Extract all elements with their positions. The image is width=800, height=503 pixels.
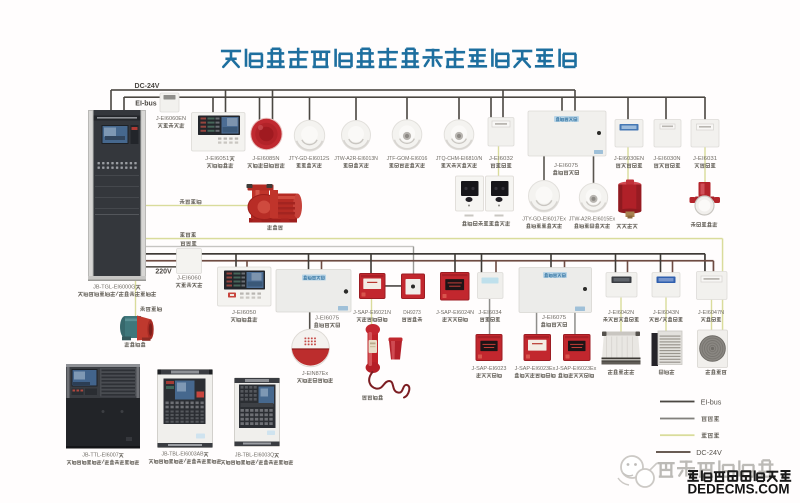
svg-text:DC-24V: DC-24V [135, 83, 160, 90]
svg-text:J-EIN87Ex: J-EIN87Ex [302, 371, 328, 377]
svg-text:J-EI6085N: J-EI6085N [252, 156, 279, 162]
svg-text:J-SAP-EI6023: J-SAP-EI6023 [472, 366, 507, 372]
svg-text:J-EI6075: J-EI6075 [542, 315, 566, 321]
svg-text:DH9273: DH9273 [403, 310, 421, 316]
svg-text:/: / [256, 460, 260, 466]
svg-text:JB-TBL-EI6003AB: JB-TBL-EI6003AB [162, 452, 204, 458]
svg-text:220V: 220V [155, 269, 172, 276]
svg-text:J-EI6050: J-EI6050 [232, 310, 256, 316]
svg-text:DEDECMS.COM: DEDECMS.COM [688, 481, 790, 497]
svg-text:/: / [184, 459, 188, 465]
svg-text:JTW-A2R-EI6013N: JTW-A2R-EI6013N [334, 156, 378, 162]
svg-text:JTF-GOM-EI6016: JTF-GOM-EI6016 [387, 156, 428, 162]
svg-text:J-EI6031: J-EI6031 [693, 156, 717, 162]
svg-text:JTQ-CHM-EI6810/N: JTQ-CHM-EI6810/N [436, 156, 483, 162]
svg-text:J-EI6075: J-EI6075 [315, 315, 339, 321]
svg-text:J-EI6047N: J-EI6047N [698, 310, 724, 316]
svg-text:J-EI6030EN: J-EI6030EN [614, 156, 644, 162]
svg-text:J-SAP-EI6023Ex: J-SAP-EI6023Ex [556, 366, 597, 372]
svg-text:JTW-A2R-EI6015Ex: JTW-A2R-EI6015Ex [569, 216, 616, 222]
svg-text:J-EI6030N: J-EI6030N [653, 156, 680, 162]
svg-text:J-EI6032: J-EI6032 [489, 156, 513, 162]
svg-text:J-EI6043N: J-EI6043N [653, 310, 679, 316]
svg-text:/: / [102, 460, 106, 466]
svg-text:/: / [659, 317, 663, 323]
svg-text:JB-TGL-EI6000G: JB-TGL-EI6000G [93, 284, 136, 290]
svg-text:J-SAP-EI6024N: J-SAP-EI6024N [436, 310, 474, 316]
svg-text:JTY-GD-EI6012S: JTY-GD-EI6012S [289, 156, 330, 162]
svg-text:J-SAP-EI6021N: J-SAP-EI6021N [353, 310, 391, 316]
svg-text:J-EI6034: J-EI6034 [478, 310, 501, 316]
svg-text:J-EI6051: J-EI6051 [205, 156, 229, 162]
svg-text:/: / [116, 291, 120, 297]
svg-text:DC-24V: DC-24V [696, 448, 722, 457]
svg-text:J-EI6075: J-EI6075 [554, 163, 578, 169]
svg-text:JB-TTL-EI6007: JB-TTL-EI6007 [82, 453, 118, 459]
svg-text:EI-bus: EI-bus [135, 101, 156, 108]
svg-text:J-EI6060EN: J-EI6060EN [156, 116, 186, 122]
svg-text:J-EI6042N: J-EI6042N [608, 310, 634, 316]
svg-text:J-EI6060: J-EI6060 [177, 275, 201, 281]
svg-text:JB-TBL-EI6003Q: JB-TBL-EI6003Q [235, 453, 274, 459]
svg-text:EI-bus: EI-bus [701, 397, 722, 406]
svg-text:J-SAP-EI6023Ex: J-SAP-EI6023Ex [515, 366, 556, 372]
svg-text:JTY-GD-EI6017Ex: JTY-GD-EI6017Ex [522, 216, 566, 222]
